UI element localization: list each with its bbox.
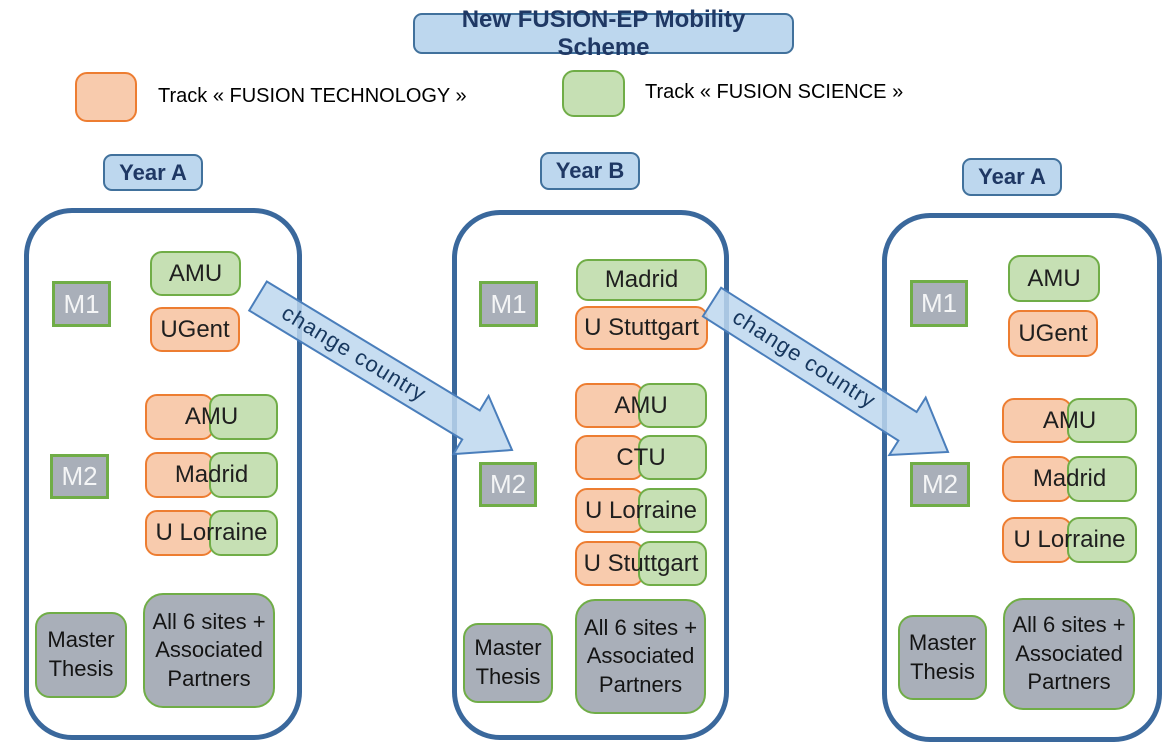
science-half (1066, 456, 1137, 502)
legend-science-swatch (562, 70, 625, 117)
science-half (1066, 517, 1137, 563)
technology-half (575, 488, 644, 533)
science-half (208, 510, 278, 556)
change-country-label: change country (728, 304, 880, 413)
m2-badge: M2 (910, 462, 970, 507)
university-label: AMU (1042, 406, 1097, 434)
all-sites-box: All 6 sites + Associated Partners (143, 593, 275, 708)
m2-university-split: AMU (575, 383, 707, 428)
university-label: CTU (616, 443, 666, 471)
master-thesis-box: Master Thesis (898, 615, 987, 700)
technology-half (575, 383, 644, 428)
master-thesis-box: Master Thesis (35, 612, 127, 698)
legend-science-label: Track « FUSION SCIENCE » (645, 81, 904, 103)
university-label: Madrid (1032, 465, 1107, 492)
science-half (638, 435, 707, 480)
technology-half (1002, 456, 1073, 502)
m1-badge: M1 (52, 281, 111, 327)
m2-university-split: U Stuttgart (575, 541, 707, 586)
university-box: AMU (150, 251, 241, 296)
university-label: AMU (614, 391, 668, 419)
m2-university-split: CTU (575, 435, 707, 480)
year-label-1: Year A (103, 154, 203, 191)
m1-badge: M1 (910, 280, 968, 327)
technology-half (145, 510, 215, 556)
university-label: Madrid (174, 461, 249, 488)
m2-university-split: U Lorraine (1002, 517, 1137, 563)
m2-university-split: Madrid (1002, 456, 1137, 502)
university-box: AMU (1008, 255, 1100, 302)
m2-university-split: U Lorraine (145, 510, 278, 556)
m2-university-split: AMU (145, 394, 278, 440)
diagram-title: New FUSION-EP Mobility Scheme (413, 6, 794, 61)
university-box: Madrid (576, 259, 707, 301)
university-label: U Stuttgart (583, 549, 699, 577)
technology-half (575, 541, 644, 586)
all-sites-box: All 6 sites + Associated Partners (575, 599, 706, 714)
m2-university-split: AMU (1002, 398, 1137, 443)
technology-half (145, 452, 215, 498)
university-box: UGent (1008, 310, 1098, 357)
technology-half (575, 435, 644, 480)
university-box: UGent (150, 307, 240, 352)
university-label: U Lorraine (584, 496, 698, 524)
science-half (208, 452, 278, 498)
university-box: U Stuttgart (575, 306, 708, 350)
science-half (1066, 398, 1137, 443)
science-half (638, 488, 707, 533)
legend-technology-swatch (75, 72, 137, 122)
m2-university-split: U Lorraine (575, 488, 707, 533)
legend-technology-label: Track « FUSION TECHNOLOGY » (158, 85, 467, 107)
university-label: U Lorraine (1013, 526, 1126, 553)
m2-badge: M2 (50, 454, 109, 499)
university-label: AMU (184, 403, 239, 430)
science-half (638, 541, 707, 586)
m1-badge: M1 (479, 281, 538, 327)
year-label-3: Year A (962, 158, 1062, 196)
year-label-2: Year B (540, 152, 640, 190)
m2-badge: M2 (479, 462, 537, 507)
university-label: U Lorraine (155, 519, 268, 546)
master-thesis-box: Master Thesis (463, 623, 553, 703)
all-sites-box: All 6 sites + Associated Partners (1003, 598, 1135, 710)
m2-university-split: Madrid (145, 452, 278, 498)
